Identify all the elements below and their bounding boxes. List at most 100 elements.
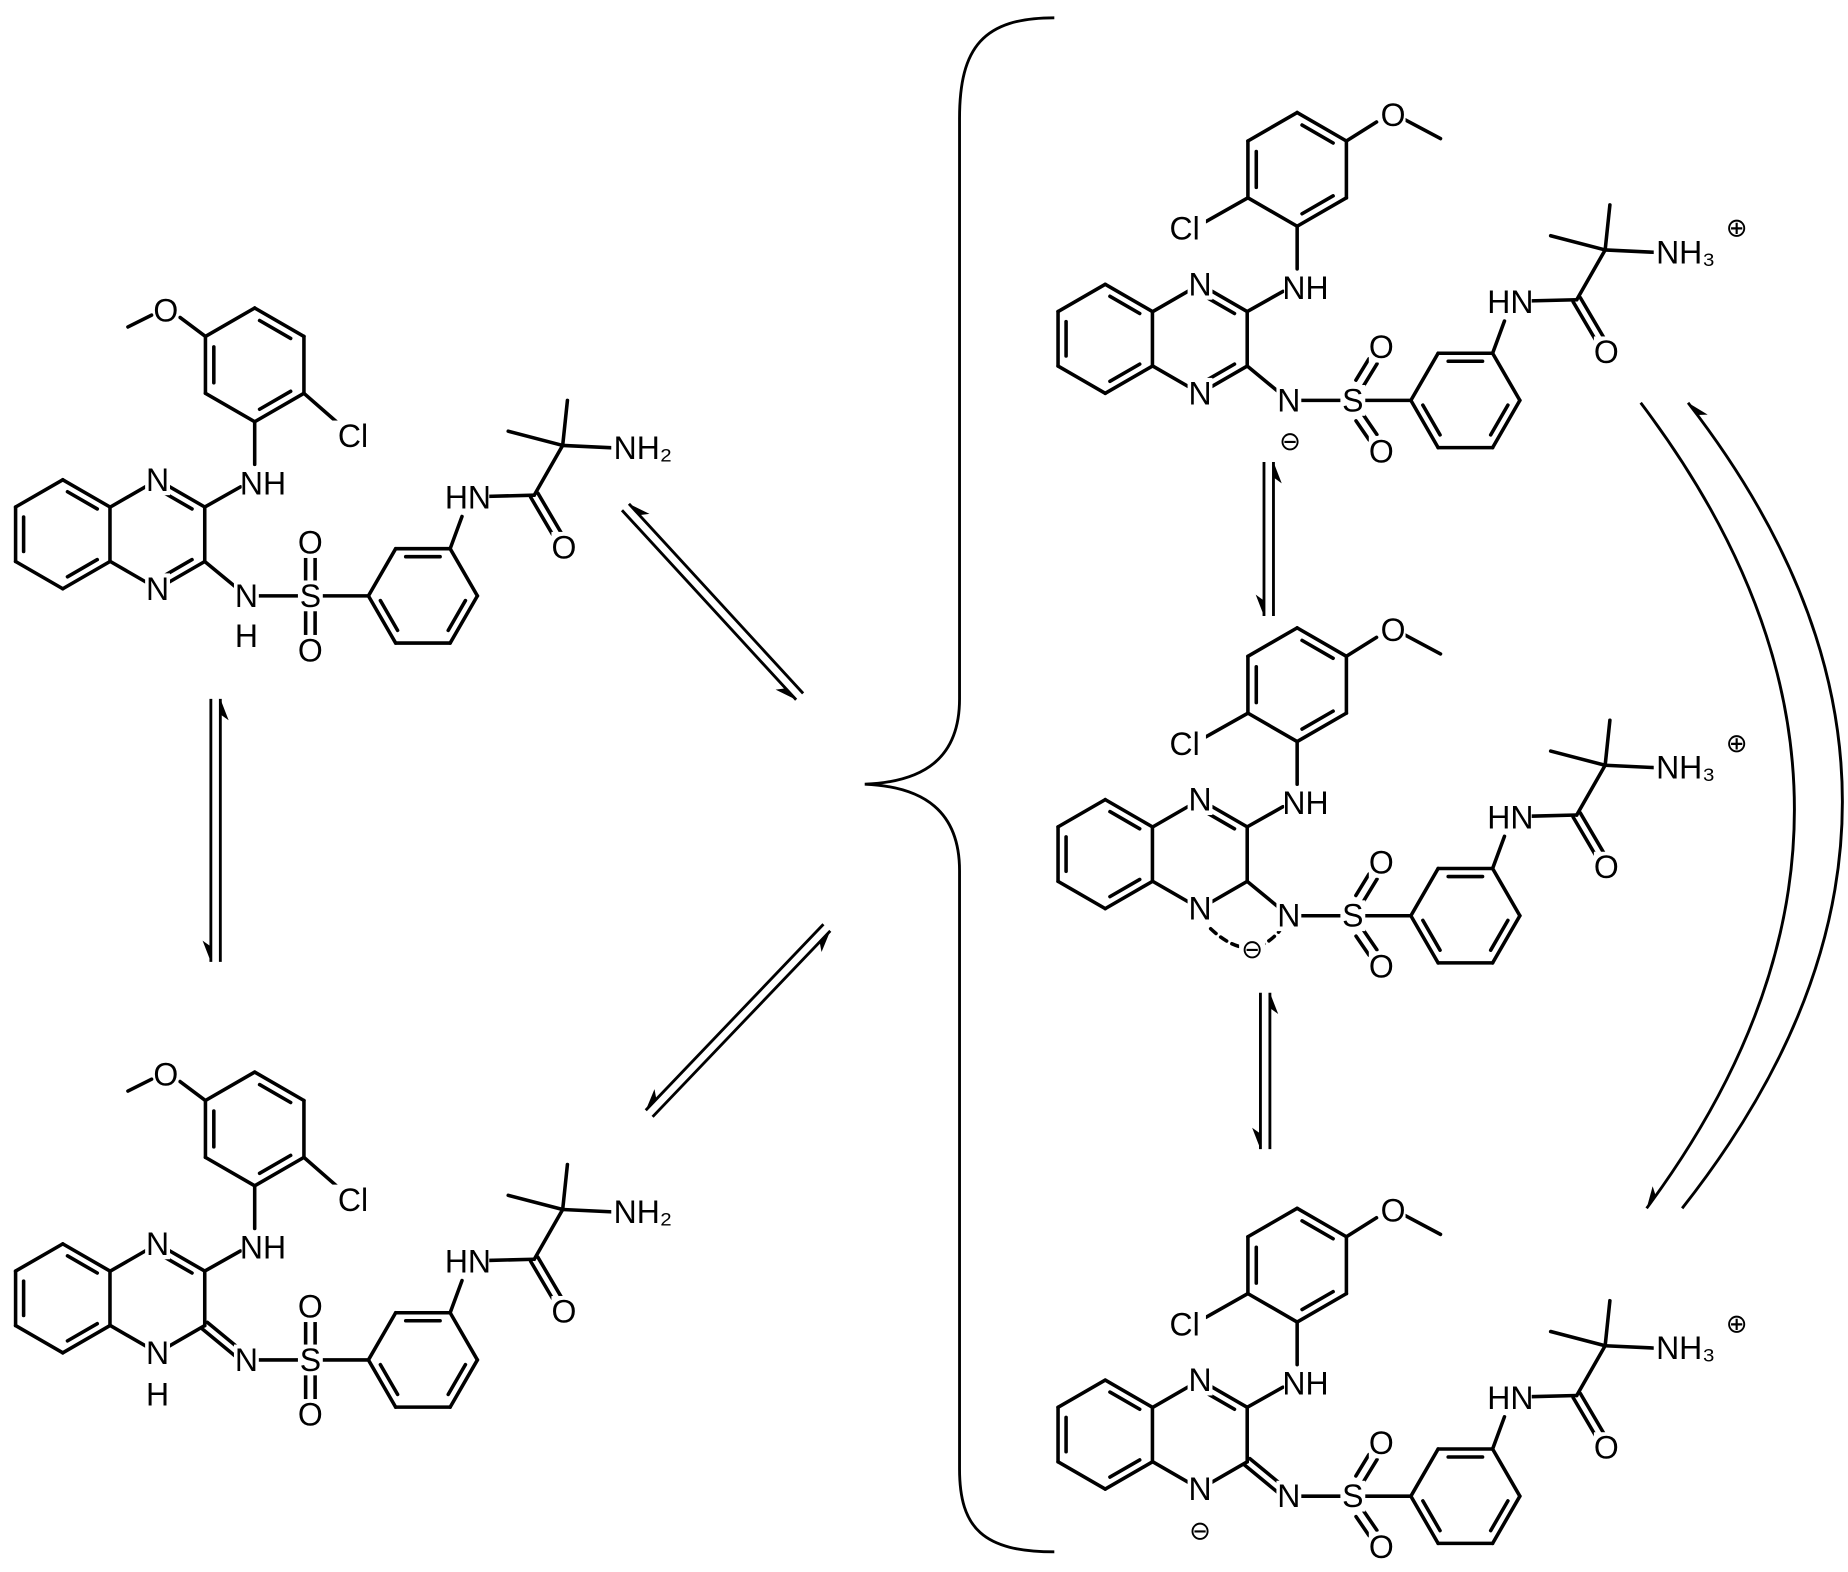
alpha-carbon-bond [1574,763,1607,817]
double-bond-inner [65,1321,100,1343]
amide-nh-label: HN [1487,284,1533,320]
bond [1490,1494,1522,1546]
bond [1409,866,1440,918]
chloro-bond [1204,711,1250,739]
methyl-bond [506,1193,565,1212]
chlorine-label: Cl [338,418,368,454]
bond [1246,1291,1299,1324]
bond [61,1242,112,1273]
methoxy-oxygen-label: O [1381,1193,1406,1229]
double-bond-inner [65,557,100,579]
double-bond-inner [1108,1458,1142,1479]
sulfonyl-benzene-ring [1409,1447,1522,1546]
label-background [1163,728,1206,760]
bond [203,1155,257,1188]
double-bond [1578,1391,1606,1436]
ring-nitrogen-label: N [1188,891,1211,927]
bond [13,1323,65,1355]
label-background [1593,1432,1619,1464]
alpha-carbon-bond [532,443,565,497]
label-background [1186,1518,1214,1545]
bond [252,1070,306,1103]
label-background [1723,215,1750,242]
bond [1409,913,1440,965]
methyl-bond [1603,203,1612,252]
amine-bond [202,485,243,509]
curved-arrow-outer [1681,401,1844,1210]
methoxy-oxygen-label: O [1381,97,1406,133]
label-background [1723,730,1750,757]
sulfur-label: S [300,1342,321,1378]
methoxy-bond [1344,635,1379,659]
double-bond [528,1259,557,1304]
label-background [233,620,259,652]
methoxy-bond [178,315,208,339]
reverse-arrow [620,509,798,701]
amine-bond [1245,804,1285,829]
double-bond [1571,300,1599,344]
label-background [1368,951,1394,983]
bond [1056,282,1108,314]
label-background [446,482,490,513]
label-background [153,294,179,326]
double-bond-inner [1300,638,1335,661]
nh-label: NH [1282,785,1328,821]
label-background [145,1337,170,1369]
amide-nh-label: HN [1487,1380,1533,1416]
bond [1103,797,1155,829]
methyl-bond [560,1162,570,1212]
double-bond-inner [378,1362,400,1397]
bond [448,1358,480,1409]
amine-bond [1603,248,1657,255]
double-bond [1362,362,1379,387]
curly-brace [864,16,1055,1554]
bond [1295,626,1349,659]
anilide-bond [1490,834,1507,871]
methyl-bond [1548,233,1607,252]
double-bond [1354,934,1371,957]
ring-nitrogen-label: N [146,1226,169,1262]
amine-bond [1603,763,1657,770]
bond [1103,364,1155,396]
label-background [1284,272,1327,304]
sulfonamide-nitrogen-label: N [1277,1478,1300,1514]
equilibrium-arrow-right-upper [1262,462,1275,617]
bond [1409,1494,1440,1546]
amine-label: NH₃ [1656,750,1715,786]
amine-bond [202,1249,243,1273]
double-bond-inner [1108,809,1142,831]
bond [1056,797,1108,829]
equilibrium-arrow-left-vertical [209,698,222,962]
label-background [145,1378,170,1410]
forward-arrow [627,502,805,695]
label-background [297,580,323,612]
methoxy-oxygen-label: O [153,1056,178,1092]
bond [1295,711,1349,744]
label-background [551,531,577,563]
benzo-ring [1056,1378,1155,1491]
label-background [331,1184,375,1216]
bond [1490,866,1522,918]
chloroanisyl-ring [203,306,306,424]
negative-charge: ⊖ [1189,1517,1211,1547]
chloro-bond [302,391,339,424]
sulfonyl-oxygen-label: O [1369,433,1394,469]
double-bond-inner [1488,403,1510,437]
bond [1103,879,1155,911]
forward-arrowhead [1269,992,1279,1015]
label-background [1163,1309,1206,1340]
amide-nh-label: HN [445,1244,491,1280]
bond [1056,879,1108,911]
bond [61,1323,112,1355]
sulfonyl-oxygen-label: O [298,525,323,561]
label-background [331,420,375,452]
amine-label: NH₂ [614,1194,673,1230]
forward-arrowhead [819,930,831,952]
label-background [145,573,170,605]
double-bond [528,495,557,540]
bond [448,594,480,645]
amine-bond [1245,289,1285,314]
benzo-ring [1056,797,1155,911]
